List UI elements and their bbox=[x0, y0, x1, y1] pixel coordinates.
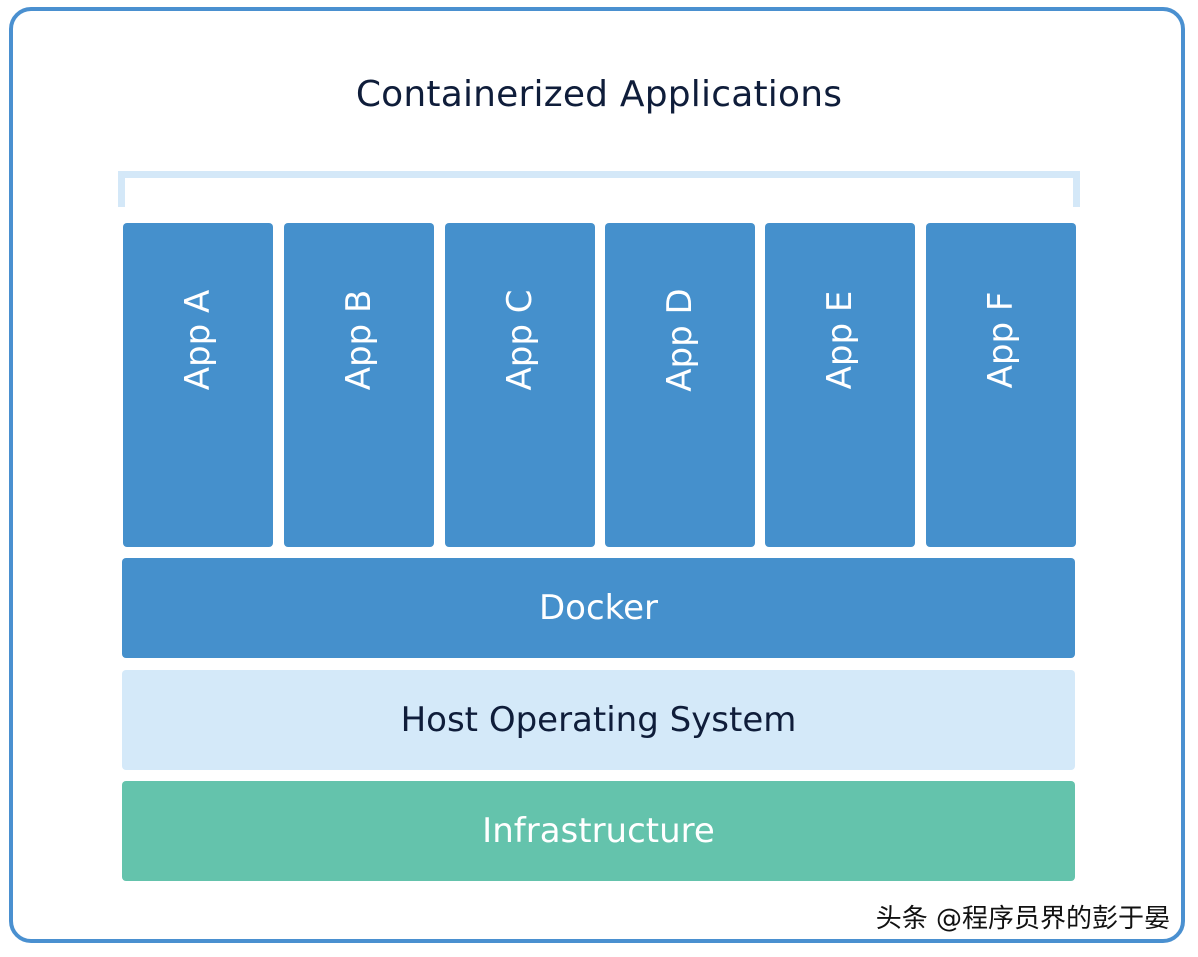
app-block-e: App E bbox=[765, 223, 915, 547]
app-label: App C bbox=[500, 289, 540, 391]
infrastructure-layer: Infrastructure bbox=[122, 781, 1075, 881]
app-block-a: App A bbox=[123, 223, 273, 547]
diagram-title: Containerized Applications bbox=[355, 74, 843, 115]
docker-label: Docker bbox=[538, 588, 659, 628]
apps-bracket bbox=[118, 171, 1080, 207]
infrastructure-label: Infrastructure bbox=[482, 811, 715, 851]
app-label: App B bbox=[339, 289, 379, 391]
app-label: App F bbox=[981, 291, 1021, 389]
host-os-label: Host Operating System bbox=[400, 700, 797, 740]
app-label: App A bbox=[178, 289, 218, 391]
docker-layer: Docker bbox=[122, 558, 1075, 658]
watermark: 头条 @程序员界的彭于晏 bbox=[875, 904, 1170, 934]
app-block-b: App B bbox=[284, 223, 434, 547]
app-block-f: App F bbox=[926, 223, 1076, 547]
app-block-d: App D bbox=[605, 223, 755, 547]
host-os-layer: Host Operating System bbox=[122, 670, 1075, 770]
app-label: App D bbox=[660, 288, 700, 392]
app-block-c: App C bbox=[445, 223, 595, 547]
app-label: App E bbox=[820, 290, 860, 390]
